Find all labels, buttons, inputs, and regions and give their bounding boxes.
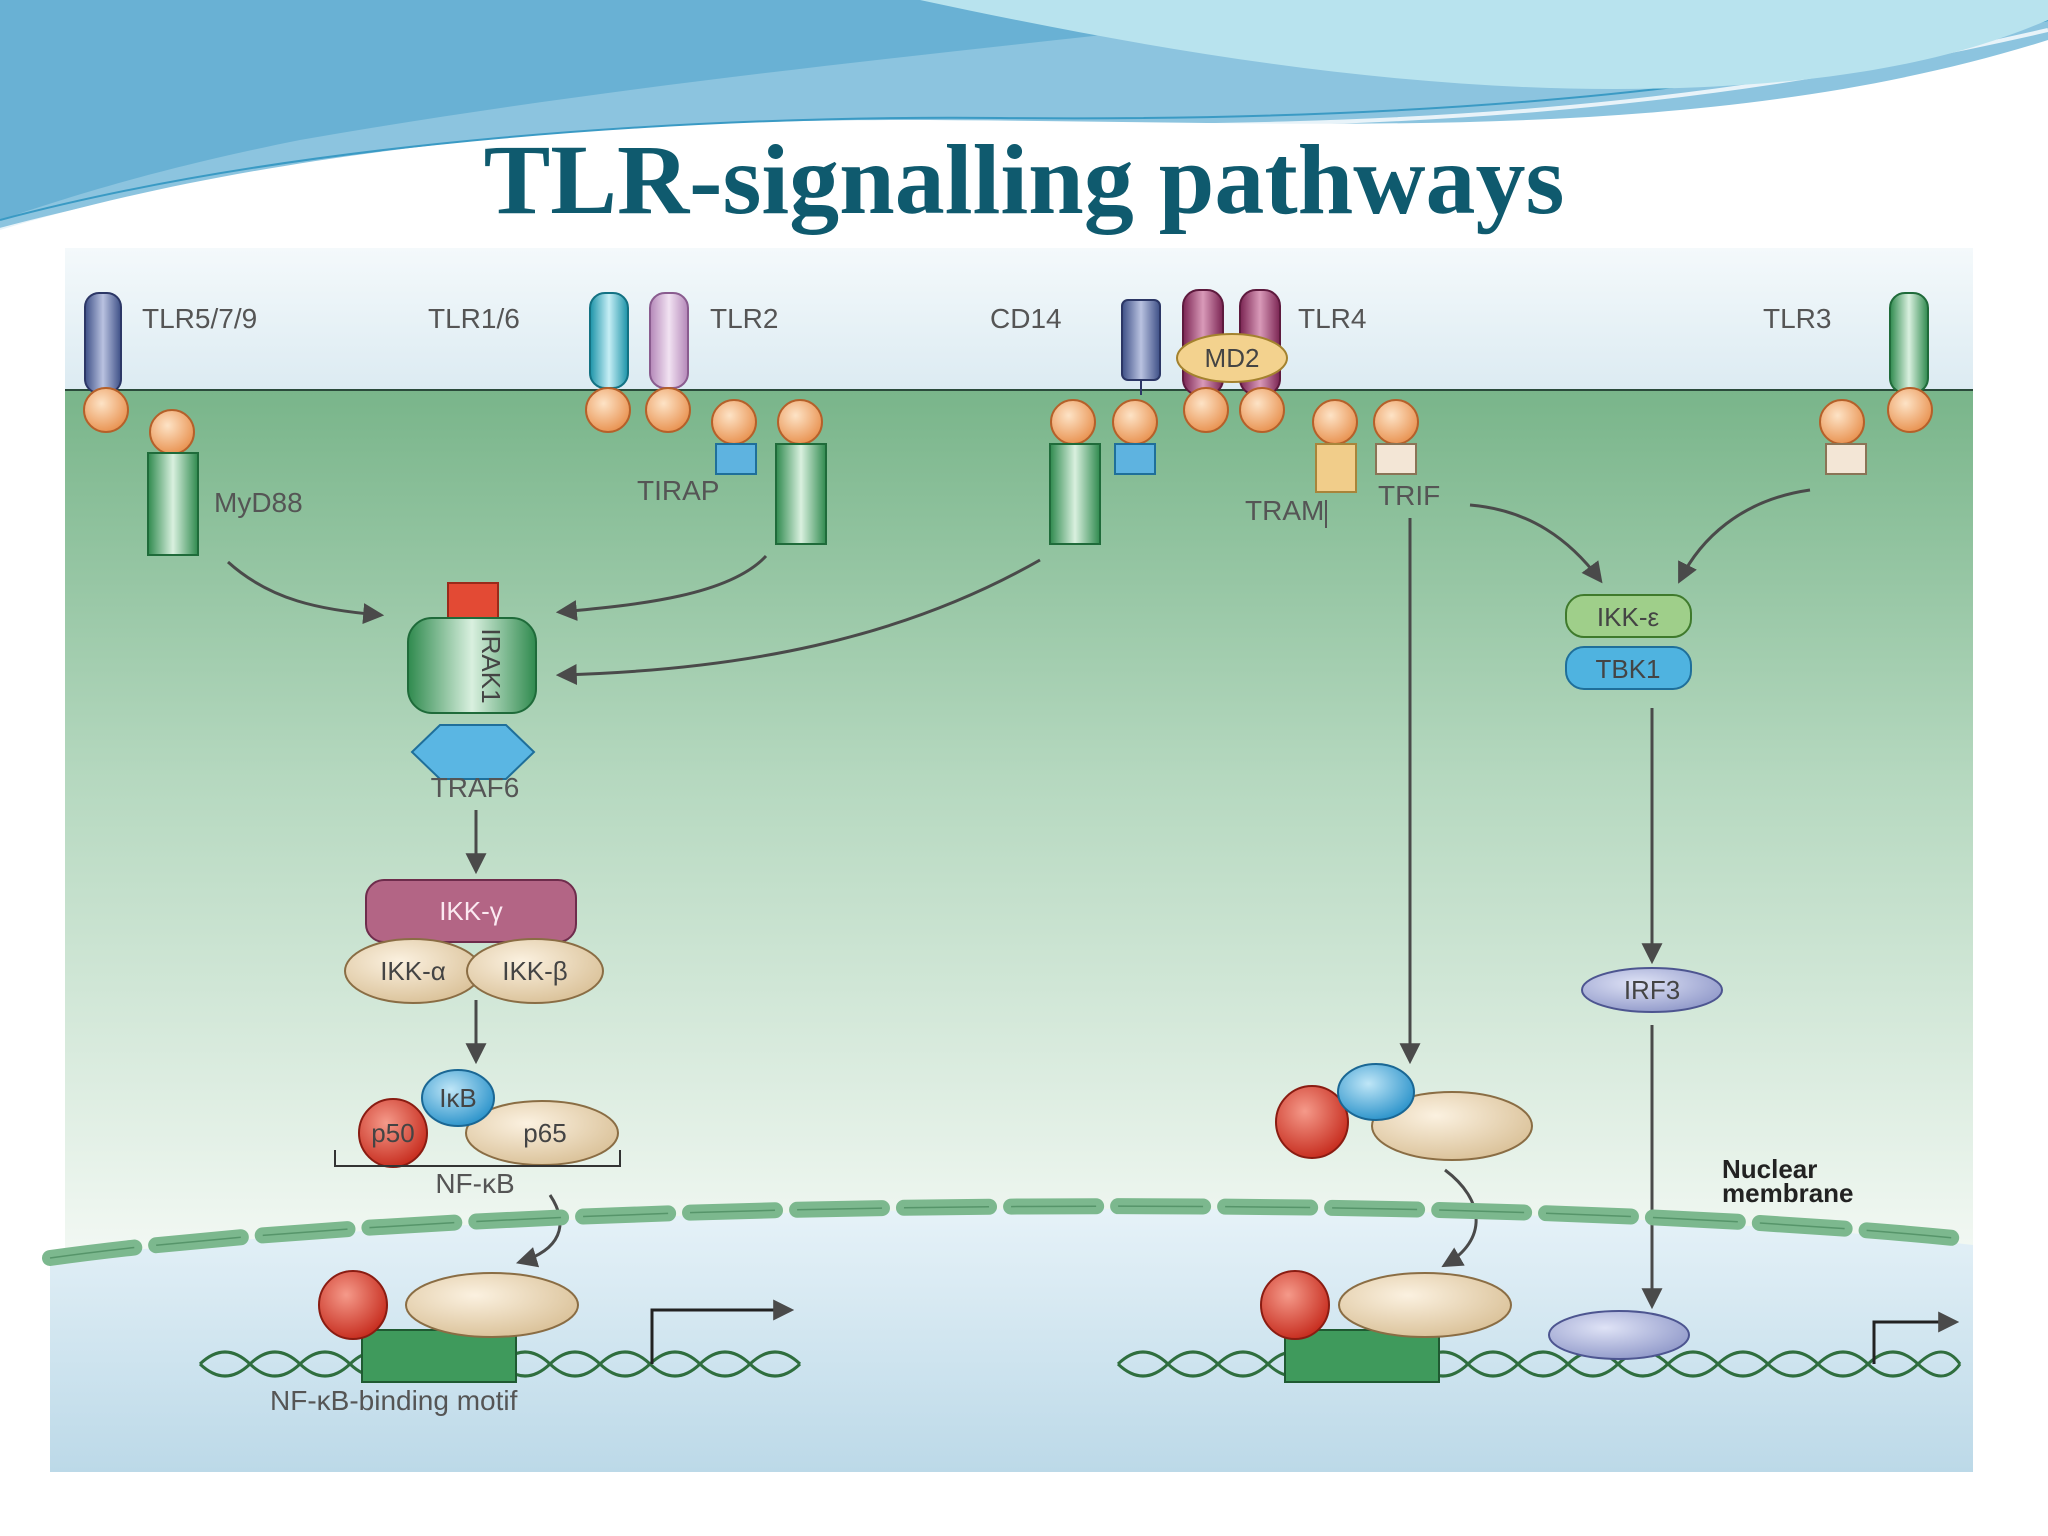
myd88-adaptor-tlr4	[1049, 443, 1101, 545]
cd14-label: CD14	[990, 303, 1062, 334]
irak1-label: IRAK1	[476, 628, 506, 703]
p65-label: p65	[523, 1118, 566, 1148]
figure-panel	[50, 248, 1973, 1472]
tlr2-label: TLR2	[710, 303, 778, 334]
ikb-label: IκB	[439, 1083, 477, 1113]
p65-nuclear-left	[405, 1272, 579, 1338]
tlr3-receptor	[1889, 292, 1929, 394]
tram-adaptor	[1315, 443, 1357, 493]
traf6-hexagon	[410, 724, 536, 780]
nfkb-label: NF-κB	[435, 1168, 514, 1199]
ikk-gamma-label: IKK-γ	[439, 896, 503, 926]
p50-nuclear-left	[318, 1270, 388, 1340]
ikk-beta-label: IKK-β	[502, 956, 568, 986]
ikb-inhibitor-right	[1337, 1063, 1415, 1121]
tlr16-label: TLR1/6	[428, 303, 520, 334]
md2-protein	[1176, 333, 1288, 383]
tirap-adaptor-tlr4	[1114, 443, 1156, 475]
tlr2-receptor	[649, 292, 689, 389]
tlr579-label: TLR5/7/9	[142, 303, 257, 334]
p50-nuclear-right	[1260, 1270, 1330, 1340]
p65-subunit-right	[1371, 1091, 1533, 1161]
tirap-label: TIRAP	[637, 475, 719, 506]
tlr4-label: TLR4	[1298, 303, 1366, 334]
irf3-label: IRF3	[1624, 975, 1680, 1005]
tir-domains	[83, 387, 1933, 455]
transcription-arrow-right	[1872, 1311, 1960, 1364]
ikk-alpha-label: IKK-α	[380, 956, 446, 986]
ikk-epsilon-label: IKK-ε	[1597, 602, 1660, 632]
nuclear-membrane-label-1: Nuclear	[1722, 1154, 1817, 1184]
nfkb-motif-label: NF-κB-binding motif	[270, 1385, 518, 1416]
myd88-adaptor	[147, 452, 199, 556]
myd88-adaptor-tlr2	[775, 443, 827, 545]
irf3	[1581, 967, 1723, 1013]
signal-arrows	[226, 488, 1811, 1310]
slide-title: TLR-signalling pathways	[483, 124, 1565, 235]
ikk-beta	[466, 938, 604, 1004]
header-swoosh	[0, 0, 2048, 232]
p65-nuclear-right	[1338, 1272, 1512, 1338]
traf6-label: TRAF6	[431, 772, 520, 803]
p50-label: p50	[371, 1118, 414, 1148]
tram-label: TRAM	[1245, 495, 1324, 526]
ikk-epsilon	[1565, 594, 1692, 638]
tbk1	[1565, 646, 1692, 690]
tlr16-receptor	[589, 292, 629, 389]
transcription-arrow-left	[650, 1299, 795, 1364]
nfkb-bracket	[334, 1150, 621, 1167]
dna-right	[1116, 1350, 1962, 1378]
tirap-adaptor	[715, 443, 757, 475]
ikk-gamma	[365, 879, 577, 943]
irf3-nuclear	[1548, 1310, 1690, 1360]
irak1-kinase	[407, 617, 537, 714]
tlr579-receptor	[84, 292, 122, 394]
trif-adaptor	[1375, 443, 1417, 475]
trif-label: TRIF	[1378, 480, 1440, 511]
trif-adaptor-tlr3	[1825, 443, 1867, 475]
irak1-cap	[447, 582, 499, 619]
p50-subunit-right	[1275, 1085, 1349, 1159]
tlr3-label: TLR3	[1763, 303, 1831, 334]
ikb-inhibitor	[421, 1069, 495, 1127]
nfkb-binding-motif-right	[1284, 1329, 1440, 1383]
md2-label: MD2	[1205, 343, 1260, 373]
nuclear-membrane-label-2: membrane	[1722, 1178, 1854, 1208]
tbk1-label: TBK1	[1595, 654, 1660, 684]
cd14-receptor	[1121, 299, 1161, 381]
myd88-label: MyD88	[214, 487, 303, 518]
